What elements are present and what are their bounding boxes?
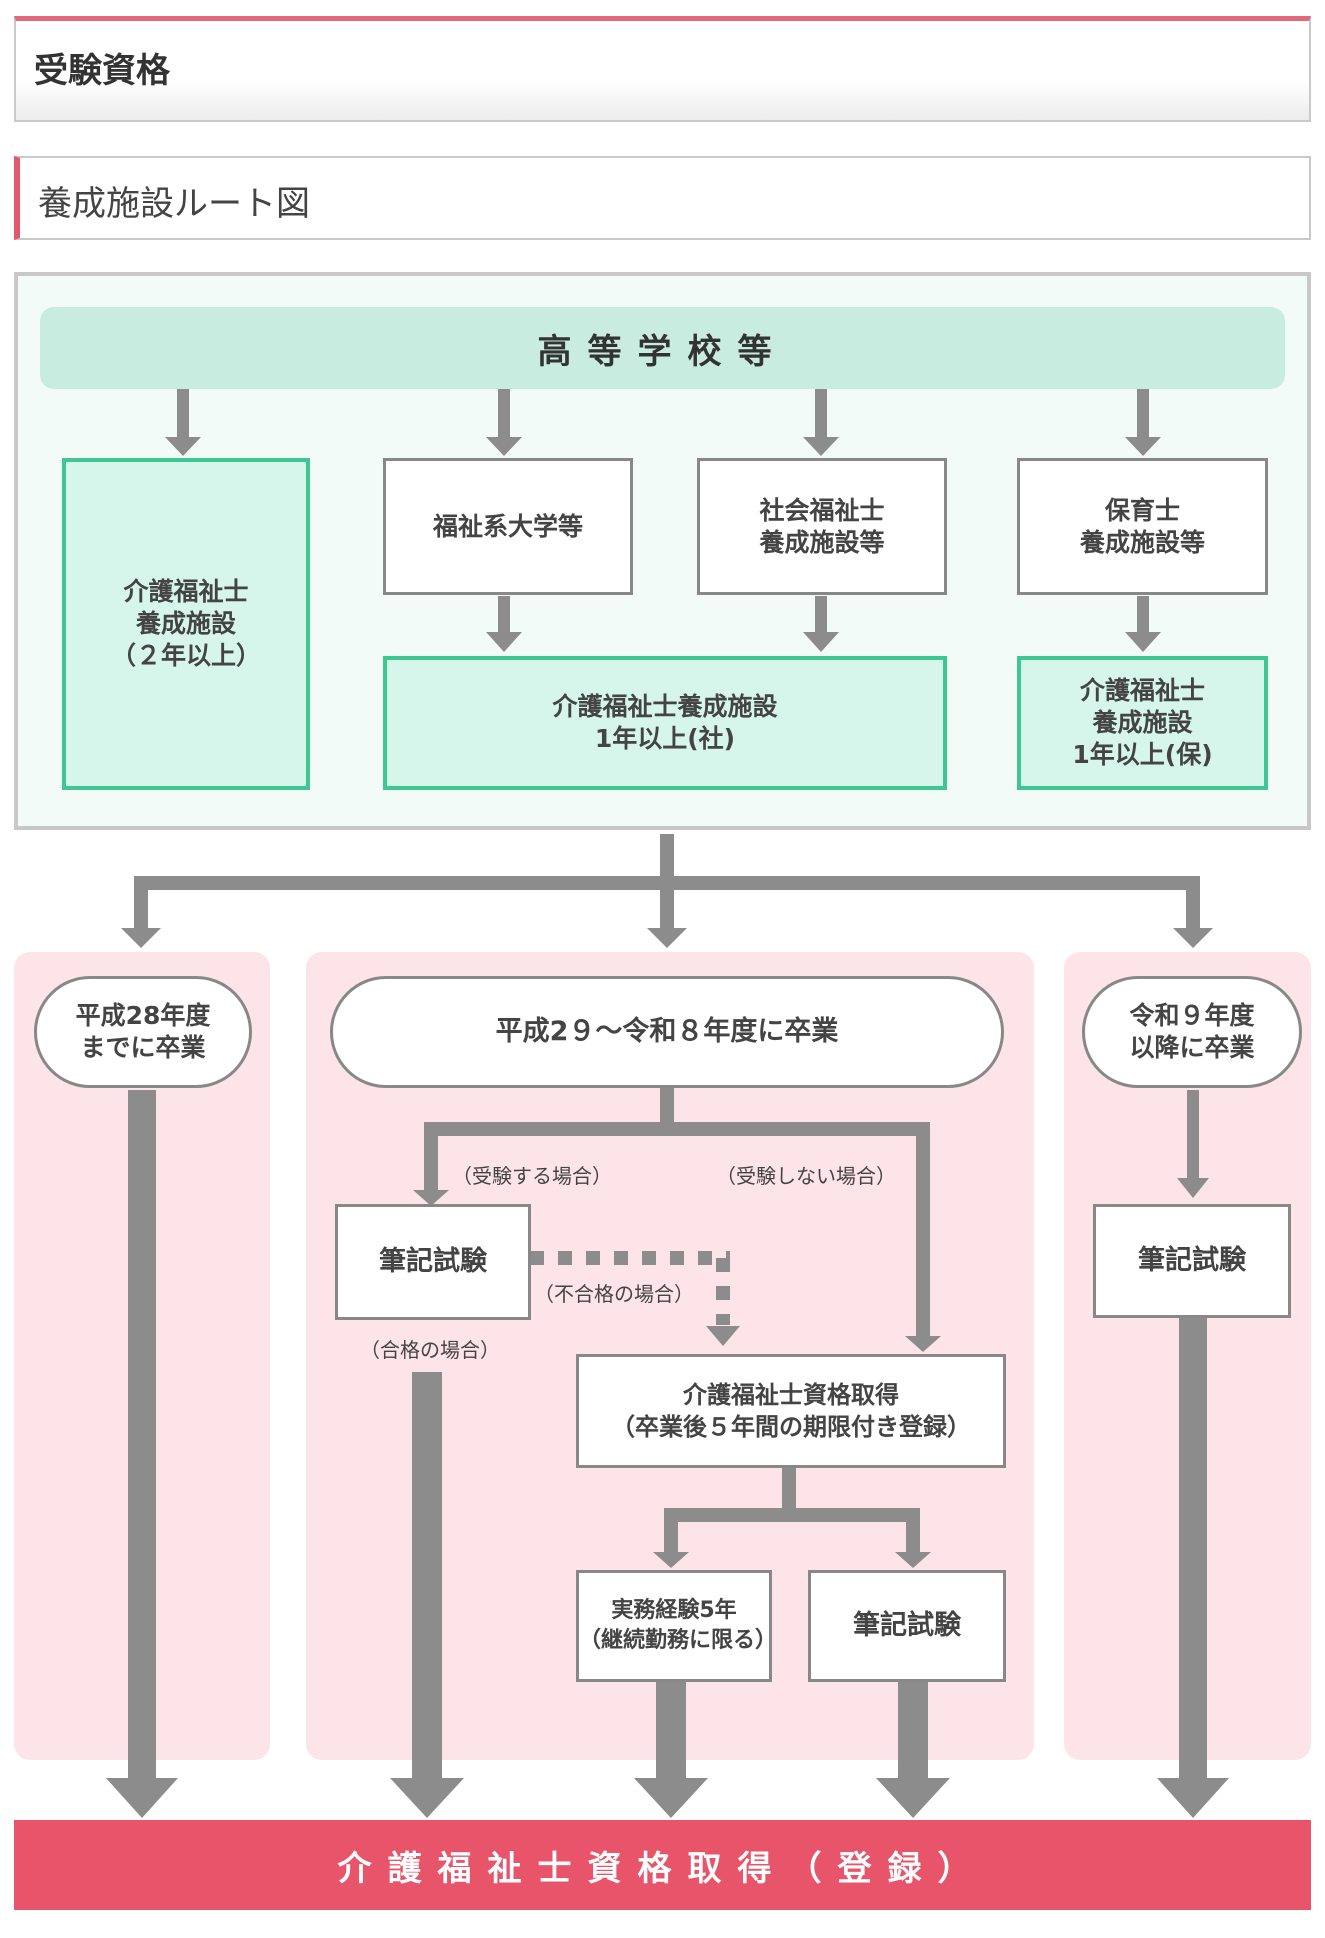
kaigo-school-1yr-sha-box: 介護福祉士養成施設 1年以上(社) — [383, 656, 947, 790]
written-exam-right-box: 筆記試験 — [1093, 1204, 1291, 1318]
label-juken-suru: （受験する場合） — [452, 1164, 612, 1188]
written-exam-mid-box: 筆記試験 — [335, 1204, 531, 1320]
grad-h29-oval: 平成2９〜令和８年度に卒業 — [330, 976, 1004, 1088]
work-experience-box: 実務経験5年 （継続勤務に限る） — [576, 1570, 777, 1682]
section-header: 受験資格 — [14, 16, 1311, 122]
label-goukaku: （合格の場合） — [360, 1338, 500, 1362]
social-worker-school-box: 社会福祉士 養成施設等 — [697, 458, 947, 595]
sub-title: 養成施設ルート図 — [38, 184, 310, 224]
label-fugoukaku: （不合格の場合） — [534, 1282, 694, 1306]
grad-h28-oval: 平成28年度 までに卒業 — [34, 976, 252, 1088]
kaigo-school-2yr-box: 介護福祉士 養成施設 （２年以上） — [62, 458, 310, 790]
sub-header: 養成施設ルート図 — [14, 156, 1311, 240]
kaigo-school-1yr-ho-box: 介護福祉士 養成施設 1年以上(保) — [1017, 656, 1268, 790]
written-exam-bottom-box: 筆記試験 — [808, 1570, 1006, 1682]
section-title: 受験資格 — [34, 51, 170, 91]
nursery-school-box: 保育士 養成施設等 — [1017, 458, 1268, 595]
welfare-university-box: 福祉系大学等 — [383, 458, 633, 595]
final-registration-bar: 介護福祉士資格取得（登録） — [14, 1820, 1311, 1910]
grad-r9-oval: 令和９年度 以降に卒業 — [1082, 976, 1302, 1088]
label-juken-shinai: （受験しない場合） — [716, 1164, 896, 1188]
qualification-temp-box: 介護福祉士資格取得 （卒業後５年間の期限付き登録） — [576, 1354, 1006, 1468]
high-school-bar: 高等学校等 — [40, 307, 1285, 389]
